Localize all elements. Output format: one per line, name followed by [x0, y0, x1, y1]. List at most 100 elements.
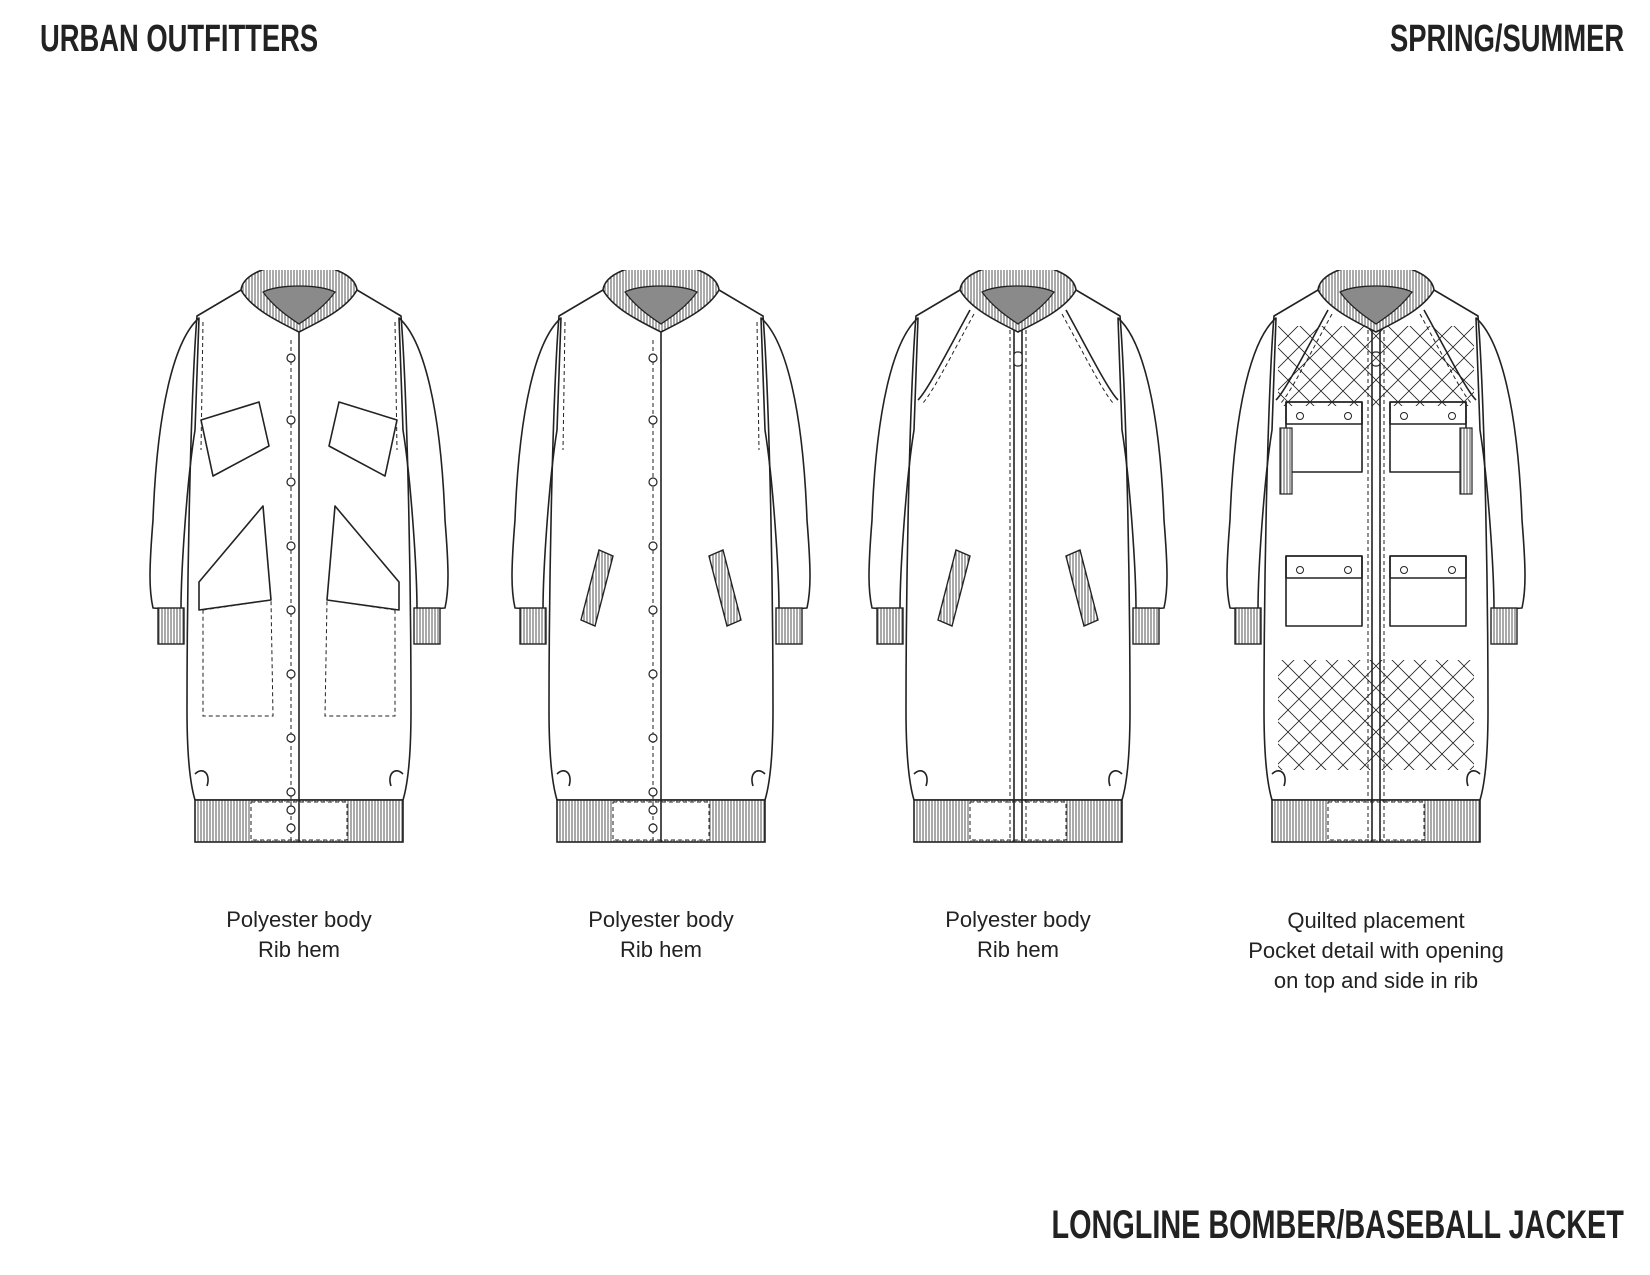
caption-line: Rib hem — [258, 937, 340, 962]
pocket-snap — [1296, 566, 1304, 574]
hem-gather-left — [1271, 770, 1286, 787]
left-sleeve — [1226, 317, 1277, 611]
snap-button — [648, 823, 658, 833]
right-welt-pocket — [1065, 549, 1099, 627]
pocket-snap — [1296, 412, 1304, 420]
side-rib-opening — [1459, 427, 1473, 495]
armhole-stitch-right — [756, 321, 760, 451]
raglan-seam-right — [1065, 309, 1119, 401]
neck-opening — [262, 285, 336, 325]
jacket-1 — [149, 270, 449, 843]
right-sleeve — [1475, 317, 1526, 611]
caption-jacket-4: Quilted placement Pocket detail with ope… — [1206, 906, 1546, 996]
pocket-flap — [1285, 555, 1363, 579]
jacket-sketches — [0, 270, 1650, 890]
left-cuff — [876, 607, 904, 645]
left-cuff — [1234, 607, 1262, 645]
quilted-hem-panel — [1278, 660, 1474, 770]
armhole-stitch-left — [200, 321, 204, 451]
hem-placket — [969, 801, 1067, 841]
hem-placket — [1327, 801, 1425, 841]
right-cuff — [1490, 607, 1518, 645]
snap-button — [286, 805, 296, 815]
left-sleeve — [868, 317, 919, 611]
right-cargo-pocket — [324, 599, 396, 717]
caption-line: on top and side in rib — [1273, 968, 1479, 993]
snap-button — [286, 477, 296, 487]
caption-jacket-3: Polyester body Rib hem — [848, 905, 1188, 965]
left-cuff — [157, 607, 185, 645]
hem-gather-right — [1108, 770, 1123, 787]
right-sleeve — [1117, 317, 1168, 611]
jacket-3 — [868, 270, 1168, 843]
snap-button — [648, 787, 658, 797]
left-welt-pocket — [580, 549, 614, 627]
snap-button — [648, 733, 658, 743]
caption-line: Rib hem — [977, 937, 1059, 962]
season-label: SPRING/SUMMER — [1389, 18, 1624, 60]
right-sleeve — [760, 317, 811, 611]
pocket-snap — [1344, 412, 1352, 420]
snap-button — [286, 415, 296, 425]
right-cuff — [413, 607, 441, 645]
pocket-flap — [1285, 401, 1363, 425]
raglan-stitch-left — [921, 313, 975, 405]
left-cuff — [519, 607, 547, 645]
snap-button — [648, 669, 658, 679]
neck-opening — [981, 285, 1055, 325]
right-cuff — [775, 607, 803, 645]
snap-button — [648, 477, 658, 487]
left-sleeve — [511, 317, 562, 611]
snap-button — [286, 787, 296, 797]
side-rib-opening — [1279, 427, 1293, 495]
right-sleeve — [398, 317, 449, 611]
left-chest-flap — [200, 401, 270, 477]
snap-button — [286, 669, 296, 679]
pocket-snap — [1400, 412, 1408, 420]
jacket-2 — [511, 270, 811, 843]
left-sleeve — [149, 317, 200, 611]
zip-pull — [1013, 351, 1023, 367]
caption-line: Rib hem — [620, 937, 702, 962]
snap-button — [648, 605, 658, 615]
snap-button — [648, 805, 658, 815]
utility-pocket — [1389, 555, 1467, 627]
snap-button — [286, 823, 296, 833]
utility-pocket — [1285, 401, 1363, 473]
caption-jacket-1: Polyester body Rib hem — [129, 905, 469, 965]
armhole-stitch-right — [394, 321, 398, 451]
right-chest-flap — [328, 401, 398, 477]
utility-pocket — [1389, 401, 1467, 473]
hem-gather-left — [913, 770, 928, 787]
hem-gather-right — [751, 770, 766, 787]
right-cuff — [1132, 607, 1160, 645]
pocket-snap — [1400, 566, 1408, 574]
pocket-snap — [1448, 566, 1456, 574]
snap-button — [286, 605, 296, 615]
caption-jacket-2: Polyester body Rib hem — [491, 905, 831, 965]
raglan-seam-left — [917, 309, 971, 401]
jacket-4 — [1226, 270, 1526, 843]
right-cargo-flap — [326, 505, 400, 611]
caption-line: Polyester body — [945, 907, 1091, 932]
caption-line: Pocket detail with opening — [1248, 938, 1504, 963]
caption-line: Polyester body — [588, 907, 734, 932]
armhole-stitch-left — [562, 321, 566, 451]
pocket-snap — [1448, 412, 1456, 420]
pocket-flap — [1389, 555, 1467, 579]
hem-gather-right — [389, 770, 404, 787]
hem-gather-right — [1466, 770, 1481, 787]
hem-gather-left — [556, 770, 571, 787]
neck-opening — [1339, 285, 1413, 325]
hem-gather-left — [194, 770, 209, 787]
snap-button — [648, 541, 658, 551]
raglan-stitch-right — [1061, 313, 1115, 405]
snap-button — [286, 353, 296, 363]
brand-name: URBAN OUTFITTERS — [40, 18, 319, 60]
left-cargo-pocket — [202, 599, 274, 717]
pocket-snap — [1344, 566, 1352, 574]
snap-button — [648, 415, 658, 425]
technical-flats — [149, 270, 1526, 843]
snap-button — [286, 733, 296, 743]
neck-opening — [624, 285, 698, 325]
